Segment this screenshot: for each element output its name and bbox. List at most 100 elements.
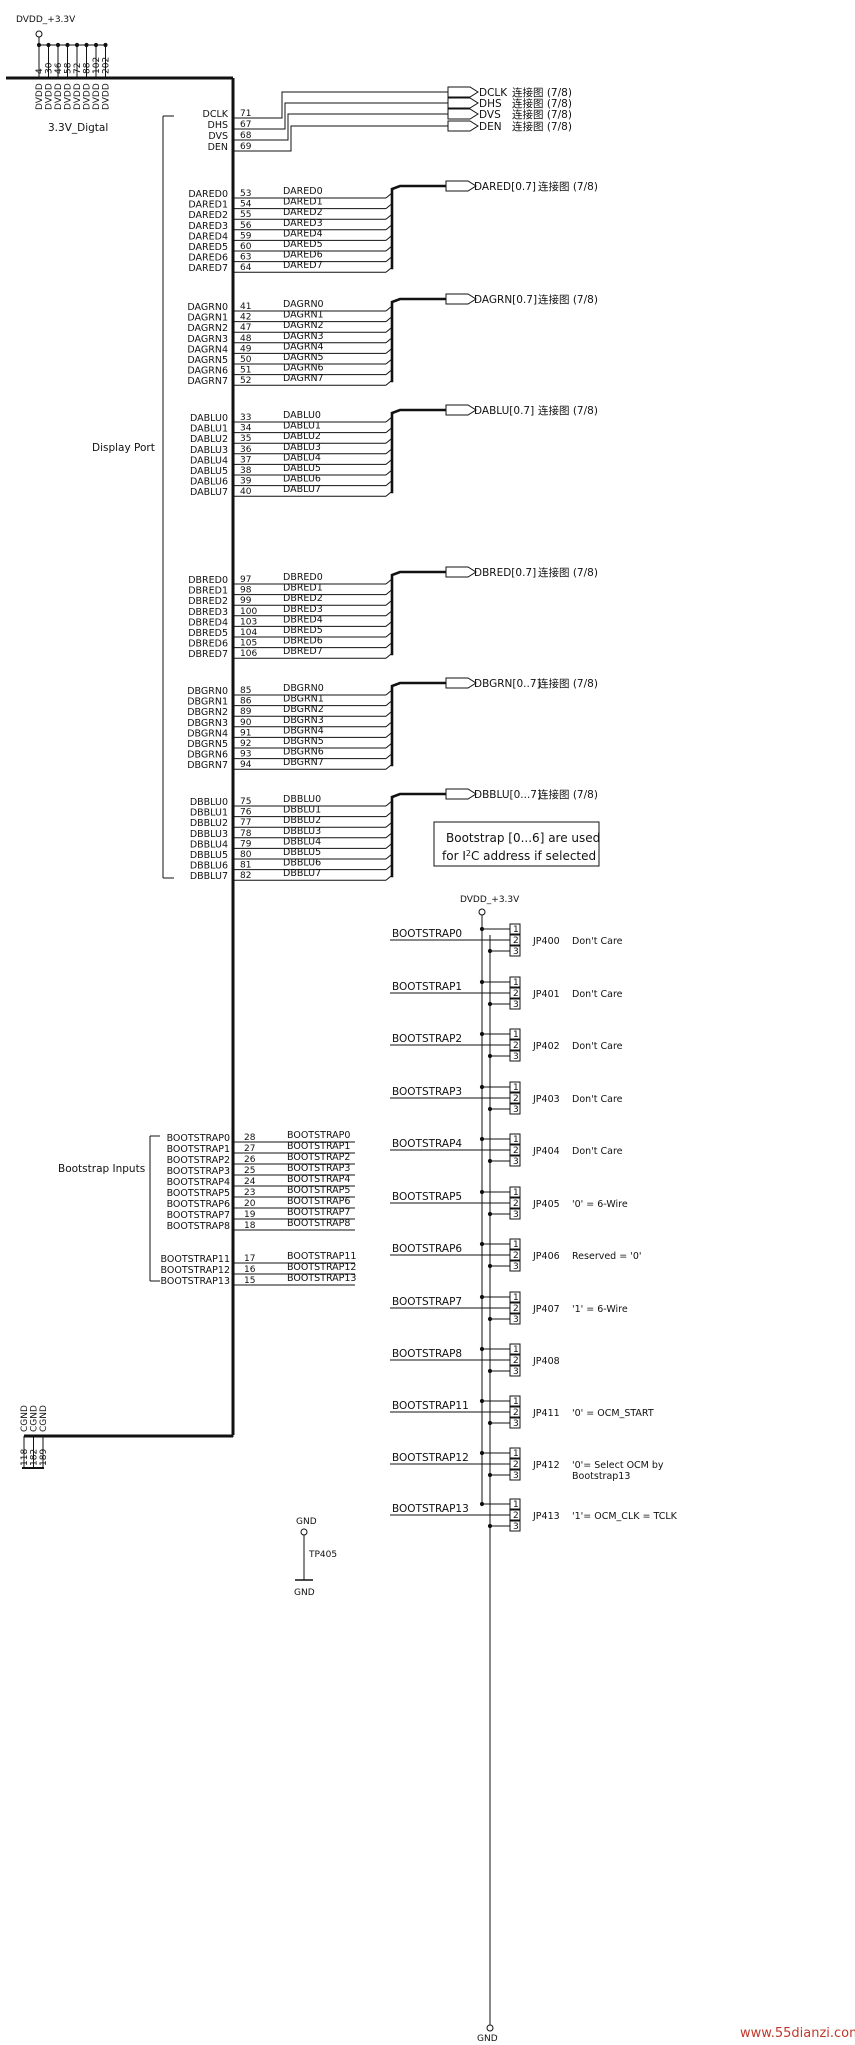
jumper-description: Don't Care [572,1094,623,1105]
bootstrap-pin-name: BOOTSTRAP6 [167,1199,230,1210]
bus-pin-number: 94 [240,760,252,770]
bus-pin-name: DBBLU6 [190,861,228,872]
bus-net-name: DARED7 [283,260,323,271]
junction-dot [479,1294,485,1300]
jumper-description: '1'= OCM_CLK = TCLK [572,1511,678,1522]
jumper-description: '1' = 6-Wire [572,1304,628,1315]
power-pin-number: 58 [64,62,74,74]
junction-dot [479,1450,485,1456]
bus-net-name: DABLU4 [283,452,321,463]
bus-pin-name: DAGRN1 [187,313,228,324]
bus-pin-name: DARED4 [188,231,228,242]
jumper-ref: JP413 [532,1511,560,1522]
bus-pin-number: 85 [240,686,251,696]
bus-pin-name: DBBLU4 [190,839,228,850]
junction-dot [479,1084,485,1090]
jumper-pin-label: 2 [513,1146,519,1156]
bus-pin-name: DBRED6 [188,639,228,650]
jumper-pin-label: 3 [513,1210,519,1220]
bootstrap-net-name: BOOTSTRAP11 [287,1251,356,1262]
sync-destination: DVS [479,109,501,121]
jumper-pin-label: 2 [513,936,519,946]
jumper-description: '0'= Select OCM by [572,1460,664,1471]
bus-pin-number: 91 [240,728,251,738]
bus-net-name: DABLU0 [283,410,321,421]
bus-net-name: DBBLU4 [283,836,321,847]
jumper-net-name: BOOTSTRAP3 [392,1086,462,1098]
gnd-pin-number: 182 [30,1449,40,1466]
junction-dot [479,979,485,985]
bootstrap-net-name: BOOTSTRAP3 [287,1163,350,1174]
bus-net-name: DAGRN6 [283,363,324,374]
bus-pin-number: 41 [240,302,251,312]
gnd-terminal [486,2024,494,2032]
jumper-pin-label: 1 [513,978,519,988]
jumper-net-name: BOOTSTRAP4 [392,1138,462,1150]
jumper-description: Don't Care [572,989,623,1000]
bus-pin-number: 51 [240,366,251,376]
sync-pin-number: 68 [240,131,252,141]
bootstrap-pin-number: 26 [244,1155,256,1165]
bus-pin-name: DBGRN0 [187,686,228,697]
bus-net-name: DARED0 [283,186,323,197]
jumper-net-name: BOOTSTRAP5 [392,1191,462,1203]
bus-pin-name: DBBLU7 [190,871,228,882]
bus-pin-name: DARED3 [188,221,228,232]
bootstrap-pin-number: 24 [244,1177,256,1187]
bus-net-name: DBGRN5 [283,736,324,747]
bus-pin-number: 82 [240,871,251,881]
note-span: for I [442,849,466,863]
bootstrap-pin-number: 18 [244,1221,256,1231]
bus-pin-name: DBRED5 [188,628,228,639]
junction-dot [487,1523,493,1529]
bus-net-name: DBGRN6 [283,747,324,758]
jumper-net-name: BOOTSTRAP13 [392,1503,469,1515]
bus-pin-number: 79 [240,839,252,849]
jumper-pin-label: 2 [513,1199,519,1209]
jumper-pin-label: 3 [513,947,519,957]
bus-pin-name: DBRED3 [188,607,228,618]
bus-pin-number: 33 [240,413,251,423]
jumper-pin-label: 1 [513,1135,519,1145]
jumper-net-name: BOOTSTRAP11 [392,1400,469,1412]
sheet-reference: 连接图 (7/8) [538,180,598,193]
junction-dot [487,948,493,954]
bootstrap-net-name: BOOTSTRAP0 [287,1130,350,1141]
bus-name: DAGRN[0.7] [474,294,537,306]
bus-pin-name: DAGRN2 [187,323,228,334]
bus-pin-name: DBGRN3 [187,718,228,729]
sync-destination: DEN [479,121,502,133]
bus-pin-number: 75 [240,797,251,807]
bus-pin-name: DARED0 [188,189,228,200]
bus-pin-number: 48 [240,334,252,344]
gnd-pin-name: CGND [39,1405,49,1432]
jumper-pin-label: 2 [513,1041,519,1051]
bus-pin-number: 59 [240,231,252,241]
jumper-ref: JP400 [532,936,560,947]
jumper-pin-label: 3 [513,1000,519,1010]
power-pin-number: 72 [73,63,83,74]
bootstrap-pin-name: BOOTSTRAP2 [167,1155,230,1166]
bootstrap-net-name: BOOTSTRAP8 [287,1218,350,1229]
bus-pin-number: 35 [240,434,251,444]
jumper-ground-label: GND [477,2034,498,2044]
bus-pin-name: DARED5 [188,242,228,253]
jumper-pin-label: 2 [513,1304,519,1314]
bus-net-name: DBRED3 [283,604,323,615]
bus-pin-number: 105 [240,639,257,649]
bootstrap-net-name: BOOTSTRAP7 [287,1207,350,1218]
power-pin-name: DVDD [54,83,64,110]
power-pin-number: 4 [35,68,45,74]
sync-net [250,113,448,141]
sheet-reference: 连接图 (7/8) [538,404,598,417]
jumper-pin-label: 1 [513,925,519,935]
bootstrap-pin-name: BOOTSTRAP5 [167,1188,230,1199]
bootstrap-net-name: BOOTSTRAP12 [287,1262,356,1273]
bus-net-name: DBRED1 [283,583,323,594]
bus-pin-number: 93 [240,750,251,760]
bus-pin-number: 63 [240,253,251,263]
bus-pin-name: DBGRN6 [187,750,228,761]
jumper-pin-label: 2 [513,1094,519,1104]
power-pin-name: DVDD [45,83,55,110]
jumper-pin-label: 1 [513,1345,519,1355]
